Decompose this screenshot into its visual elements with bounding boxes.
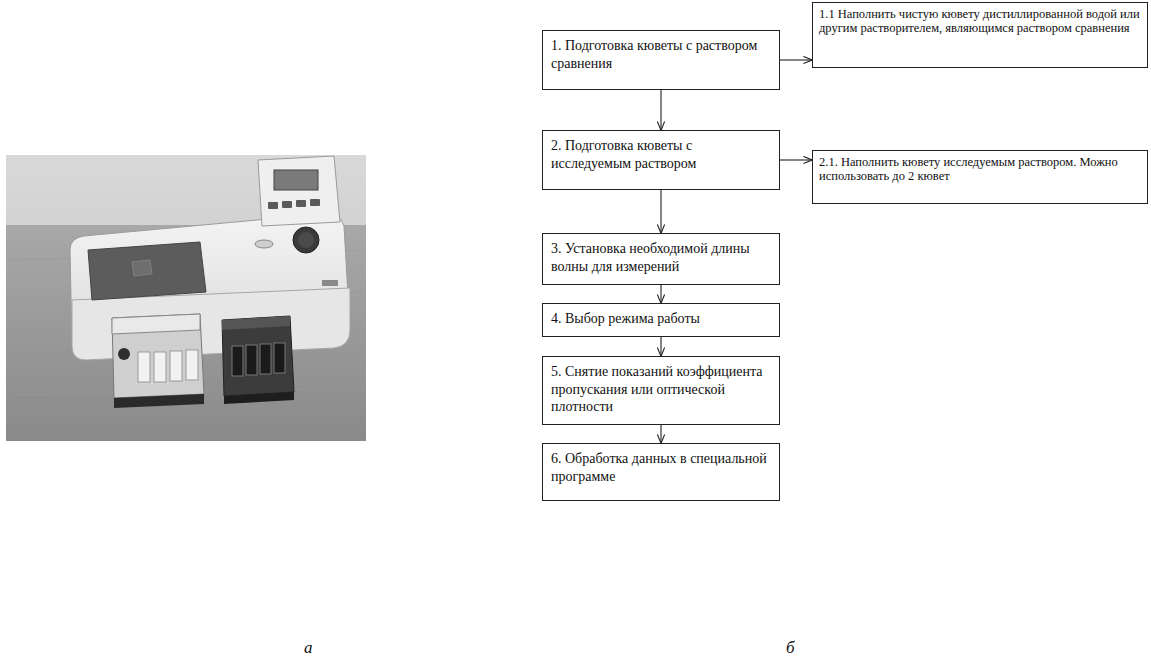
process-box: 6. Обработка данных в специальной програ… xyxy=(542,443,780,501)
note-box: 1.1 Наполнить чистую кювету дистиллирова… xyxy=(812,2,1148,68)
flow-arrow xyxy=(660,285,661,303)
photo xyxy=(6,155,366,441)
panel-letter: б xyxy=(786,638,795,658)
process-box: 5. Снятие показаний коэффициента пропуск… xyxy=(542,356,780,425)
box-text: 5. Снятие показаний коэффициента пропуск… xyxy=(551,363,771,416)
box-text: 1. Подготовка кюветы с раствором сравнен… xyxy=(551,37,771,72)
panel-letter: а xyxy=(304,638,313,658)
flow-arrow xyxy=(660,337,661,356)
flow-arrow xyxy=(660,425,661,443)
note-box: 2.1. Наполнить кювету исследуемым раство… xyxy=(812,150,1148,204)
flow-arrow xyxy=(660,90,661,130)
process-box: 1. Подготовка кюветы с раствором сравнен… xyxy=(542,30,780,90)
flow-arrow xyxy=(780,159,812,160)
flow-arrow xyxy=(780,59,812,60)
box-text: 2. Подготовка кюветы с исследуемым раств… xyxy=(551,137,771,172)
process-box: 2. Подготовка кюветы с исследуемым раств… xyxy=(542,130,780,190)
process-box: 4. Выбор режима работы xyxy=(542,303,780,337)
box-text: 1.1 Наполнить чистую кювету дистиллирова… xyxy=(819,7,1141,36)
box-text: 3. Установка необходимой длины волны для… xyxy=(551,240,771,275)
box-text: 4. Выбор режима работы xyxy=(551,310,771,328)
box-text: 2.1. Наполнить кювету исследуемым раство… xyxy=(819,155,1141,184)
flow-arrow xyxy=(660,190,661,233)
process-box: 3. Установка необходимой длины волны для… xyxy=(542,233,780,285)
box-text: 6. Обработка данных в специальной програ… xyxy=(551,450,771,485)
